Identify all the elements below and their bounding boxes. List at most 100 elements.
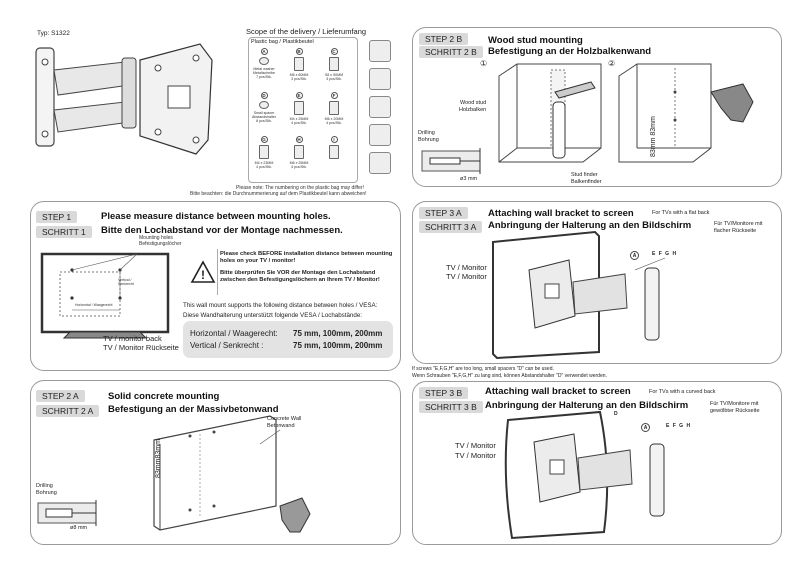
part-qty: 8 pcs/Stk. — [256, 119, 272, 123]
step3b-title-de: Anbringung der Halterung an den Bildschi… — [485, 400, 689, 411]
step3a-title-de: Anbringung der Halterung an den Bildschi… — [488, 220, 692, 231]
step3a-tv-label-1: TV / Monitor — [446, 263, 487, 272]
horizontal-label: Horizontal / Waagerecht — [75, 303, 113, 307]
step2a-dim-label: 83mm83mm — [155, 439, 162, 478]
part-qty: 4 pcs/Stk. — [291, 121, 307, 125]
part-b-icon — [294, 57, 304, 71]
part-desc: Small spacer Abstandshalter — [252, 111, 276, 119]
wrench-icon — [369, 96, 391, 118]
step2a-title-en: Solid concrete mounting — [108, 391, 220, 402]
vesa-box — [183, 321, 393, 358]
step1-step-pill: STEP 1 — [36, 211, 78, 223]
part-letter: I — [330, 136, 338, 143]
step2a-title-de: Befestigung an der Massivbetonwand — [108, 404, 279, 415]
part-letter: G — [260, 136, 268, 143]
vesa-h-value: 75 mm, 100mm, 200mm — [293, 329, 383, 338]
vesa-v-label: Vertical / Senkrecht : — [190, 341, 264, 350]
drill-hole-diagram-wood — [421, 148, 481, 174]
step3b-title-en: Attaching wall bracket to screen — [485, 386, 631, 397]
part-qty: 4 pcs/Stk. — [256, 165, 272, 169]
parts-box — [248, 37, 358, 183]
step1-title-en: Please measure distance between mounting… — [101, 211, 331, 222]
part-desc: S8 x 50MM — [324, 73, 344, 77]
holes-label: Mounting holes Befestigungslöcher — [139, 235, 182, 247]
svg-text:!: ! — [201, 268, 205, 282]
step3b-step-pill: STEP 3 B — [419, 387, 469, 399]
part-letter: B — [295, 48, 303, 55]
warn-divider — [217, 249, 218, 295]
part-d-icon — [259, 101, 269, 109]
step2b-num1: ① — [480, 59, 488, 68]
step2a-drill-size: ø8 mm — [70, 525, 88, 531]
part-letter: D — [260, 92, 268, 99]
step3a-title-en: Attaching wall bracket to screen — [488, 208, 634, 219]
stud-finder-label: Stud finder Balkenfinder — [571, 172, 602, 185]
warning-triangle-icon: ! — [190, 260, 216, 283]
step2b-title-de: Befestigung an der Holzbalkenwand — [488, 46, 652, 57]
tv-back-label-en: TV / monitor back — [103, 334, 162, 343]
part-qty: 3 pcs/Stk. — [291, 77, 307, 81]
step3b-schritt-pill: SCHRITT 3 B — [419, 401, 483, 413]
step3b-tv-label-2: TV / Monitor — [455, 451, 496, 460]
step3a-callout-a: A — [630, 251, 639, 260]
drill-hole-diagram — [37, 500, 97, 526]
part-h-icon — [294, 145, 304, 159]
step3b-callout-a: A — [641, 423, 650, 432]
part-desc: M4 x 23MM — [254, 161, 274, 165]
part-c-icon — [329, 57, 339, 71]
scope-title: Scope of the delivery / Lieferumfang — [246, 27, 367, 36]
concrete-wall-label: Concrete Wall Betonwand — [267, 416, 302, 429]
part-letter: E — [295, 92, 303, 99]
vertical-label: Vertical / Senkrecht — [118, 278, 134, 286]
step3a-note-en: For TVs with a flat back — [652, 210, 710, 216]
warn-text-de: Bitte überprüfen Sie VOR der Montage den… — [220, 270, 380, 283]
step3a-callout-efgh: E F G H — [652, 251, 678, 257]
step1-schritt-pill: SCHRITT 1 — [36, 226, 92, 238]
part-desc: M6 x 25MM — [289, 161, 309, 165]
two-people-icon — [369, 152, 391, 174]
step3a-footnote-de: Wenn Schrauben "E,F,G,H" zu lang sind, k… — [412, 373, 607, 379]
part-a-icon — [259, 57, 269, 65]
part-desc: M6 x 60MM — [289, 73, 309, 77]
vesa-h-label: Horizontal / Waagerecht: — [190, 329, 278, 338]
scope-note-de: Bitte beachten: die Durchnummerierung au… — [190, 191, 367, 197]
level-icon — [369, 124, 391, 146]
warn-text-en: Please check BEFORE installation distanc… — [220, 251, 393, 264]
wood-stud-label: Wood stud Holzbalken — [459, 100, 487, 113]
tv-back-label-de: TV / Monitor Rückseite — [103, 343, 179, 352]
part-qty: 3 pcs/Stk. — [326, 77, 342, 81]
step2b-step-pill: STEP 2 B — [419, 33, 469, 45]
step2b-dim-label: 83mm 83mm — [650, 116, 657, 157]
part-i: I — [322, 136, 346, 182]
part-qty: 7 pcs/Stk. — [256, 75, 272, 79]
vesa-v-value: 75 mm, 100mm, 200mm — [293, 341, 383, 350]
step3a-note-de: Für TV/Monitore mit flacher Rückseite — [714, 221, 763, 234]
part-letter: F — [330, 92, 338, 99]
step3b-note-en: For TVs with a curved back — [649, 389, 716, 395]
concrete-wall-illustration — [153, 415, 311, 533]
wood-stud-wall-1 — [498, 63, 602, 163]
step2a-step-pill: STEP 2 A — [36, 390, 85, 402]
part-desc: M4 x 25MM — [289, 117, 309, 121]
screwdriver-icon — [369, 40, 391, 62]
step3a-footnote-en: If screws "E,F,G,H" are too long, small … — [412, 366, 554, 372]
step2b-schritt-pill: SCHRITT 2 B — [419, 46, 483, 58]
drill-icon — [369, 68, 391, 90]
wall-mount-illustration — [35, 43, 213, 155]
wood-stud-wall-2 — [618, 63, 754, 163]
step3a-tv-label-2: TV / Monitor — [446, 272, 487, 281]
type-label: Typ: S1322 — [37, 30, 70, 37]
part-g-icon — [259, 145, 269, 159]
step2b-num2: ② — [608, 59, 616, 68]
step2a-drill-label: Drilling Bohrung — [36, 483, 57, 496]
part-letter: A — [260, 48, 268, 55]
step2b-title-en: Wood stud mounting — [488, 35, 583, 46]
